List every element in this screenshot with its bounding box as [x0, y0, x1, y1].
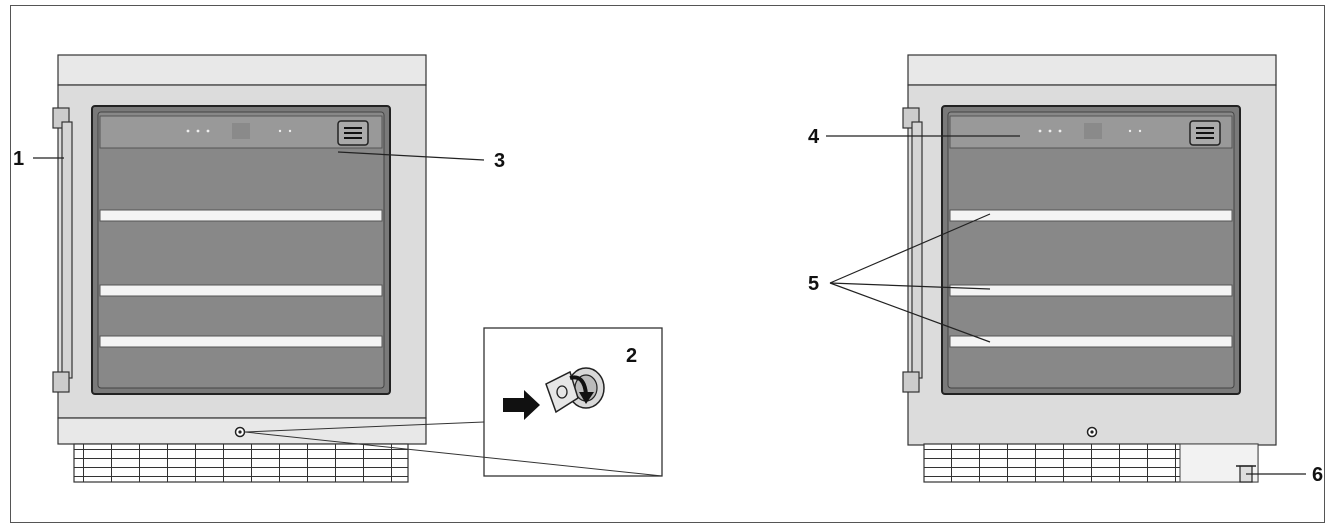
callout-5: 5	[808, 273, 819, 295]
right-display-dots	[1038, 129, 1142, 133]
callout-3: 3	[494, 150, 505, 172]
left-top-panel	[57, 54, 427, 86]
left-menu-icon	[337, 120, 369, 146]
callout-6: 6	[1312, 464, 1323, 486]
right-display-window	[1084, 123, 1102, 139]
right-appliance	[902, 54, 1277, 483]
left-display-dots	[186, 129, 292, 133]
right-menu-icon	[1189, 120, 1221, 146]
left-lock-icon	[234, 426, 246, 438]
key-lock-icon	[503, 367, 605, 420]
left-display-window	[232, 123, 250, 139]
lock-inset	[244, 327, 663, 477]
leader-3	[337, 151, 485, 161]
right-top-panel	[907, 54, 1277, 86]
right-shelf-1	[949, 209, 1233, 222]
right-door-handle	[902, 107, 923, 393]
leader-5c	[829, 282, 991, 343]
leader-5a	[829, 213, 991, 284]
right-shelf-2	[949, 284, 1233, 297]
callout-1: 1	[13, 148, 24, 170]
inset-leader-top	[244, 421, 485, 433]
left-shelf-2	[99, 284, 383, 297]
left-glass-inner	[97, 111, 385, 389]
right-shelf-3	[949, 335, 1233, 348]
callout-4: 4	[808, 126, 820, 148]
left-ventilation-grille	[73, 443, 409, 483]
inset-leader-bottom	[244, 431, 663, 477]
left-shelf-3	[99, 335, 383, 348]
figure-border	[10, 5, 1325, 523]
left-appliance	[52, 54, 427, 483]
leader-5b	[829, 282, 991, 290]
right-lock-icon	[1086, 426, 1098, 438]
left-shelf-1	[99, 209, 383, 222]
adjustable-foot	[1179, 443, 1259, 483]
callout-leaders	[33, 135, 1306, 475]
right-glass-inner	[947, 111, 1235, 389]
left-door-handle	[52, 107, 73, 393]
callout-2: 2	[626, 345, 637, 367]
